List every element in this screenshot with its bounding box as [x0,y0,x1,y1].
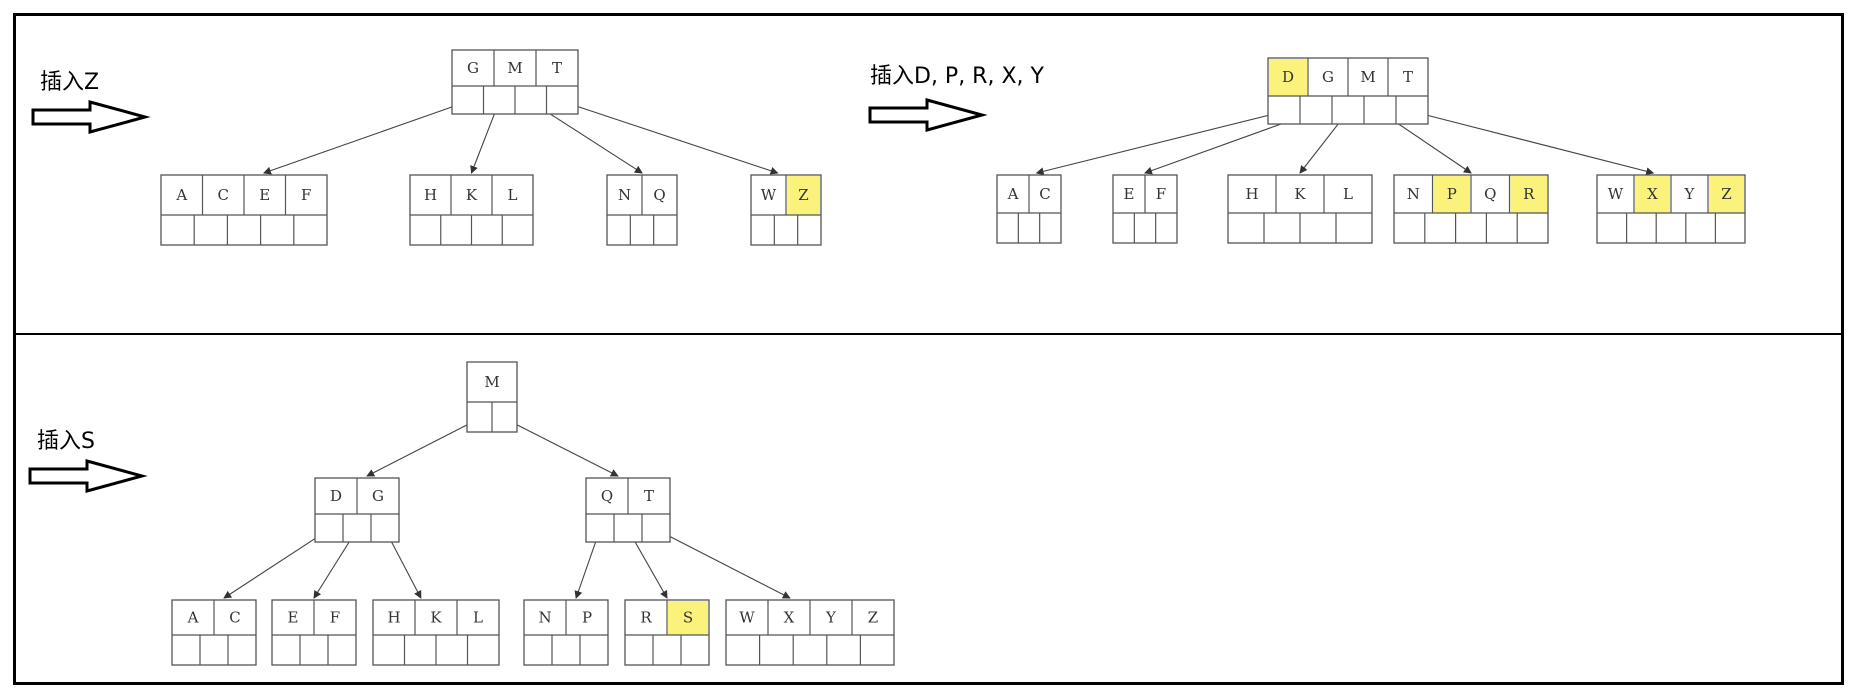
panel-3-label: 插入S [37,429,95,454]
node-key: F [301,186,311,204]
node-key: W [761,186,777,204]
panel-1-label: 插入Z [40,70,100,95]
key-highlight [668,601,708,635]
node-key: G [372,487,384,505]
node-key: X [1647,185,1658,203]
node-key: G [1322,68,1334,86]
node-key: A [175,186,187,204]
node-key: N [1407,185,1420,203]
node-key: S [683,609,693,627]
panel-divider [13,333,1844,335]
node-key: K [466,186,478,204]
block-arrow-icon [868,98,988,132]
node-key: M [484,373,499,391]
child-pointer-edge [1411,110,1655,176]
node-key: R [640,609,652,627]
node-key: Q [653,186,665,204]
node-key: Y [825,609,837,627]
node-key: L [473,609,483,627]
child-pointer-edge [562,100,779,175]
child-pointer-edge [655,528,791,599]
node-key: F [330,609,340,627]
node-key: C [229,609,240,627]
panel-2-label: 插入D, P, R, X, Y [870,64,1044,89]
node-key: C [1039,185,1050,203]
node-key: L [1343,185,1353,203]
node-key: H [424,186,437,204]
node-key: H [1245,185,1258,203]
node-key: N [538,609,551,627]
node-key: W [739,609,755,627]
node-key: L [508,186,518,204]
node-key: T [1403,68,1413,86]
key-highlight [1709,176,1744,213]
node-key: T [644,487,654,505]
node-key: M [1360,68,1375,86]
node-key: E [259,186,270,204]
node-key: P [582,609,592,627]
diagram-frame [13,13,1844,685]
btree-node: W X Y Z [725,599,895,666]
child-pointer-edge [223,528,330,599]
key-highlight [787,176,820,215]
key-highlight [1433,176,1470,213]
child-pointer-edge [366,418,480,477]
node-key: Z [1721,185,1731,203]
key-highlight [1635,176,1670,213]
node-key: P [1447,185,1457,203]
node-key: M [507,59,522,77]
node-key: Y [1684,185,1696,203]
node-key: G [467,59,479,77]
btree-node: M [466,361,518,433]
node-key: T [552,59,562,77]
node-key: W [1608,185,1624,203]
node-key: H [387,609,400,627]
node-key: X [784,609,795,627]
node-key: D [330,487,342,505]
node-key: K [430,609,442,627]
node-key: N [618,186,631,204]
node-key: E [288,609,299,627]
node-key: D [1282,68,1294,86]
node-key: Z [798,186,808,204]
node-key: R [1523,185,1535,203]
child-pointer-edge [504,418,619,477]
child-pointer-edge [262,100,468,175]
node-key: A [187,609,199,627]
key-highlight [1510,176,1547,213]
block-arrow-icon [31,100,151,134]
node-key: Q [1484,185,1496,203]
node-key: Q [601,487,613,505]
child-pointer-edge [1035,110,1285,176]
node-key: C [218,186,229,204]
node-key: Z [868,609,878,627]
node-key: F [1156,185,1166,203]
node-key: A [1007,185,1019,203]
key-highlight [1269,59,1307,96]
btree-node: W X Y Z [1596,174,1746,244]
block-arrow-icon [28,459,148,493]
node-key: K [1294,185,1306,203]
node-key: E [1124,185,1135,203]
